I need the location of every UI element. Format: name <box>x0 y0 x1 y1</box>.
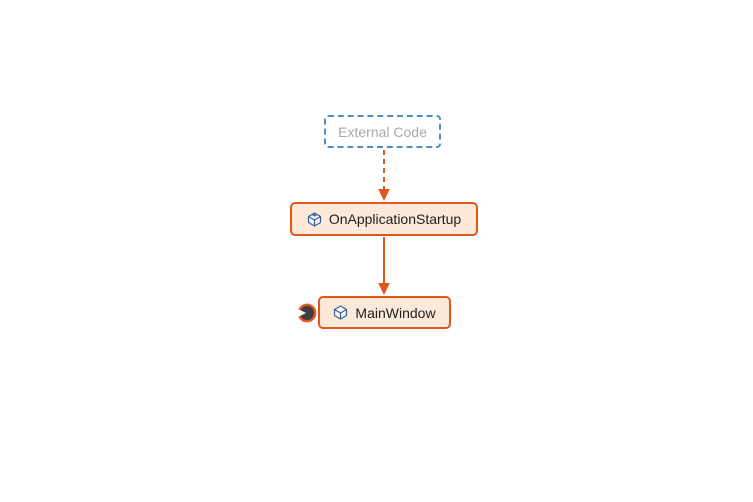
node-external-code[interactable]: External Code <box>324 115 441 148</box>
node-main-window[interactable]: MainWindow <box>318 296 451 329</box>
node-on-application-startup[interactable]: OnApplicationStartup <box>290 202 478 236</box>
cube-method-icon <box>307 211 321 227</box>
edge-external-to-startup[interactable] <box>378 150 390 201</box>
expand-indicator-button[interactable] <box>297 303 317 323</box>
cube-class-icon <box>334 305 348 320</box>
node-label: OnApplicationStartup <box>328 211 462 227</box>
arrowhead-down-icon <box>378 189 390 201</box>
node-label: External Code <box>338 123 427 140</box>
expand-notch-icon <box>297 308 306 318</box>
node-label: MainWindow <box>355 304 436 321</box>
arrowhead-down-icon <box>378 283 390 295</box>
edge-startup-to-main[interactable] <box>378 237 390 295</box>
